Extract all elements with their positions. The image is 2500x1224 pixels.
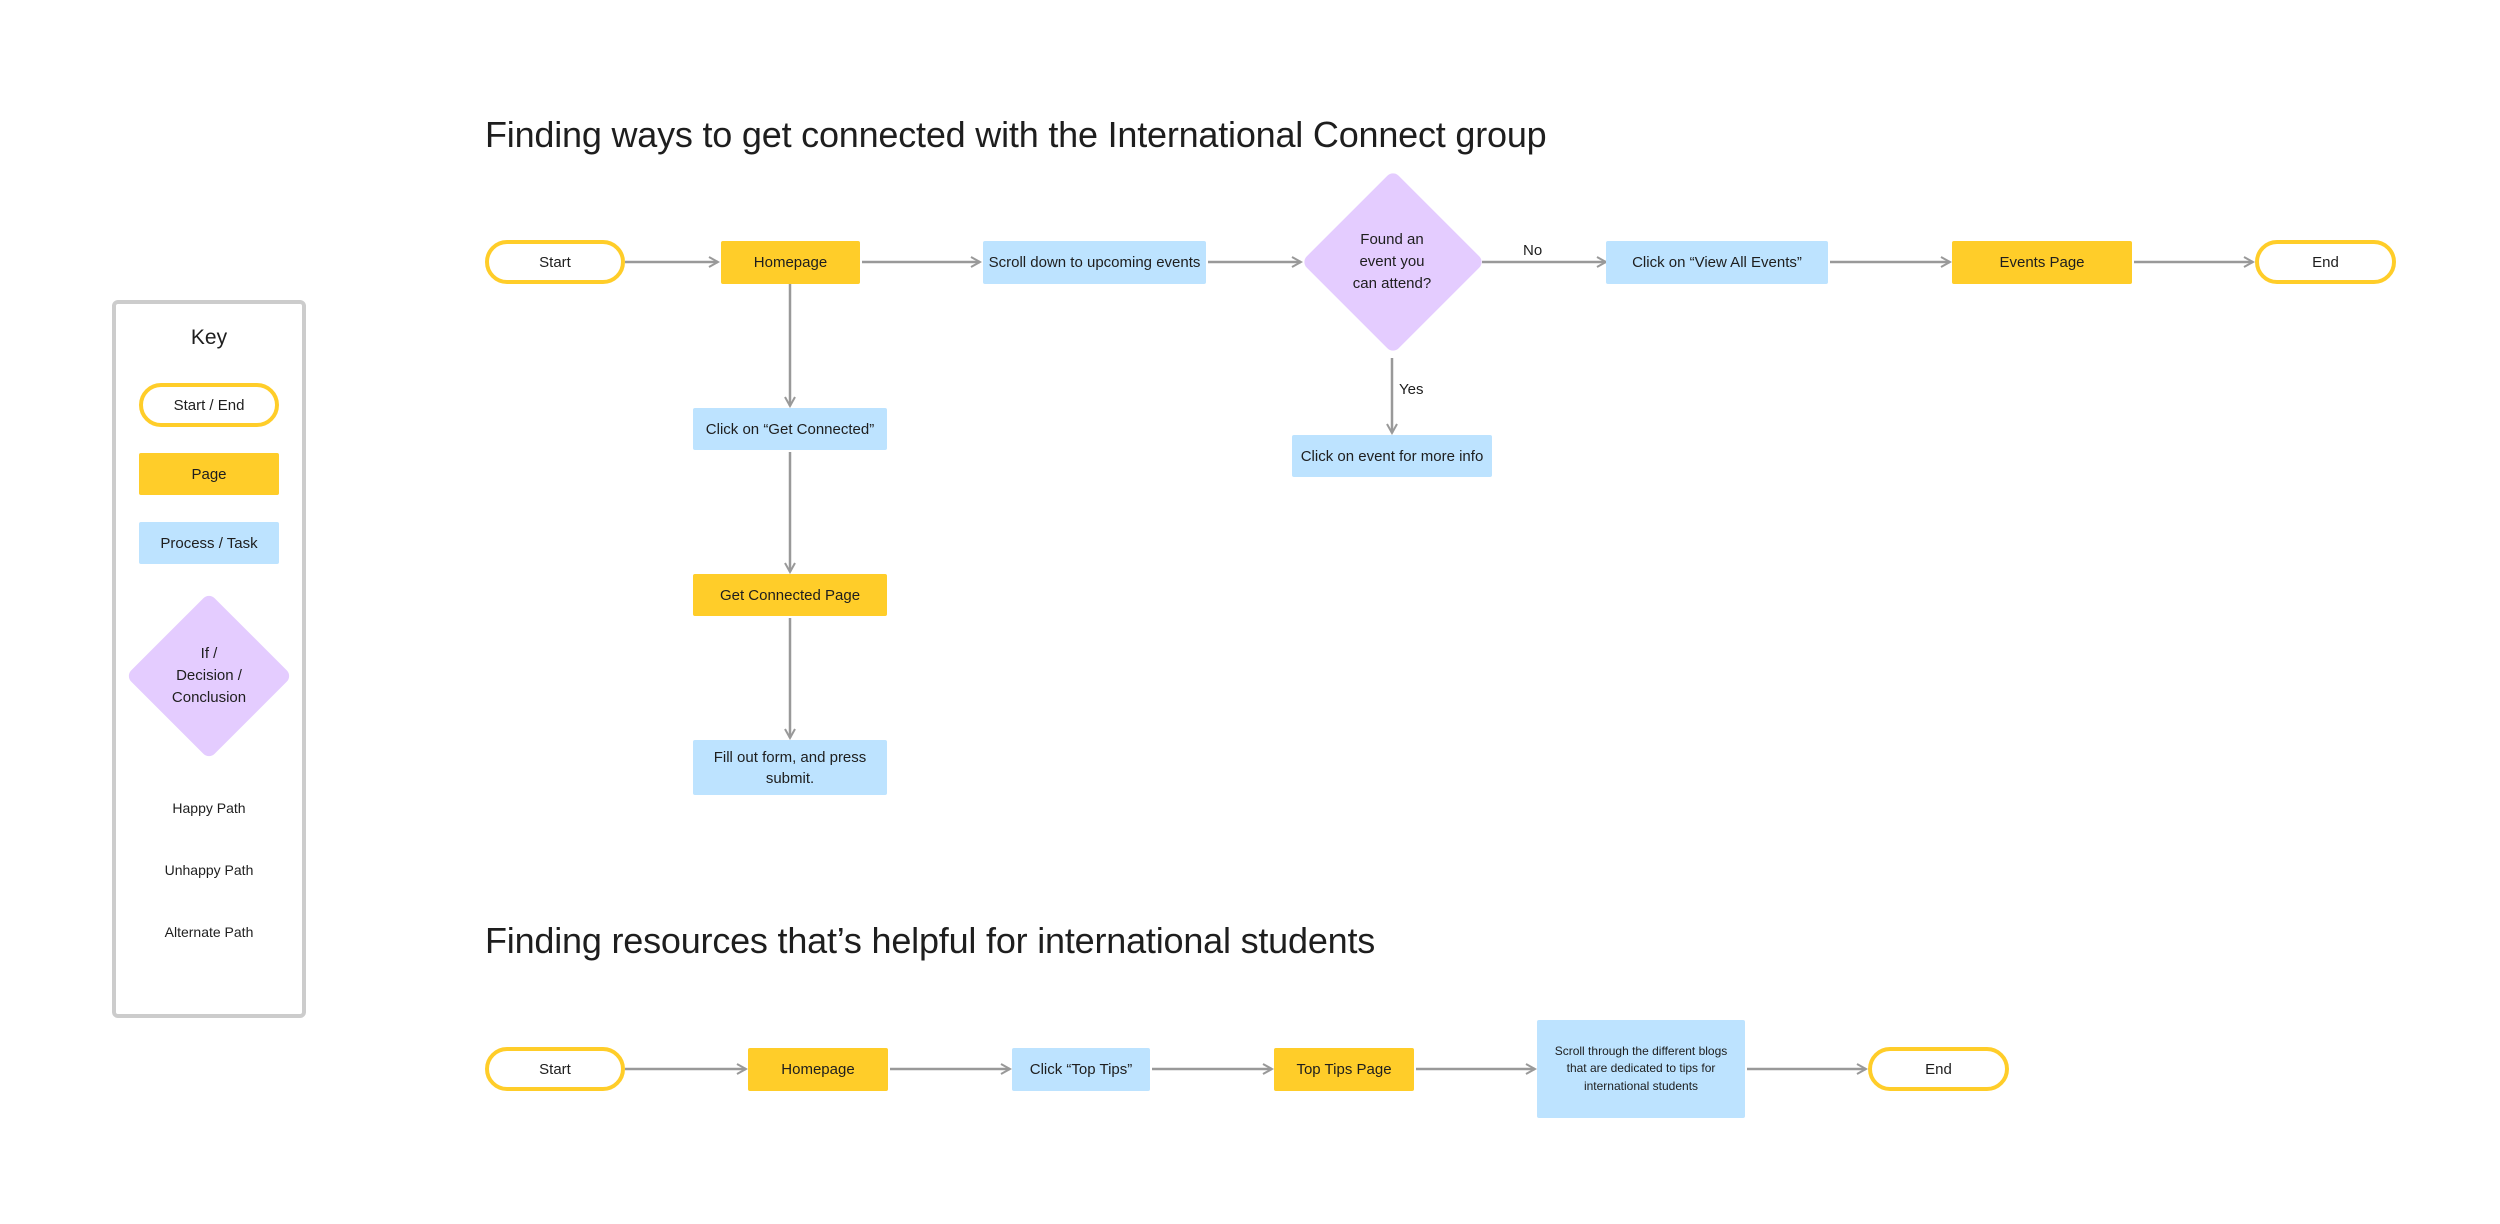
flow1-end-label: End: [2312, 253, 2339, 271]
flow2-start-label: Start: [539, 1060, 571, 1078]
key-unhappy-path-label: Unhappy Path: [164, 862, 254, 878]
key-decision-label-3: Conclusion: [171, 688, 247, 706]
flow1-start: Start: [485, 240, 625, 284]
flow1-get-connected-click-label: Click on “Get Connected”: [705, 420, 875, 438]
key-decision-label-1: If /: [200, 645, 218, 663]
flow2-end-label: End: [1925, 1060, 1952, 1078]
flow1-fill-form: Fill out form, and press submit.: [693, 740, 887, 795]
key-start-end-label: Start / End: [173, 396, 245, 414]
flow1-decision-label-1: Found an: [1360, 231, 1424, 249]
flow2-top-tips-page: Top Tips Page: [1274, 1048, 1414, 1091]
flow2-click-top-tips: Click “Top Tips”: [1012, 1048, 1150, 1091]
flow1-scroll-events: Scroll down to upcoming events: [983, 241, 1206, 284]
flow2-click-top-tips-label: Click “Top Tips”: [1029, 1061, 1133, 1078]
flow1-start-label: Start: [539, 253, 571, 271]
flow1-homepage-label: Homepage: [753, 254, 828, 271]
flow1-scroll-events-label: Scroll down to upcoming events: [988, 254, 1201, 271]
flow1-fill-form-label: Fill out form, and press submit.: [713, 748, 867, 787]
key-process-label: Process / Task: [160, 534, 258, 552]
flow1-get-connected-page: Get Connected Page: [693, 574, 887, 616]
flow2-top-tips-page-label: Top Tips Page: [1296, 1061, 1392, 1078]
flow1-decision: Found an event you can attend?: [1299, 166, 1485, 358]
flow1-event-more-info-label: Click on event for more info: [1300, 447, 1484, 465]
flow1-events-page: Events Page: [1952, 241, 2132, 284]
key-happy-path-label: Happy Path: [172, 800, 246, 816]
flow1-get-connected-click: Click on “Get Connected”: [693, 408, 887, 450]
flow1-decision-label-2: event you: [1359, 253, 1425, 271]
key-page-label: Page: [191, 465, 227, 483]
flow2-start: Start: [485, 1047, 625, 1091]
flow1-homepage: Homepage: [721, 241, 860, 284]
key-page: Page: [139, 453, 279, 495]
flow2-scroll-blogs-label: Scroll through the different blogs that …: [1554, 1043, 1728, 1093]
flow2-end: End: [1868, 1047, 2009, 1091]
flow1-get-connected-page-label: Get Connected Page: [719, 586, 861, 604]
flow1-event-more-info: Click on event for more info: [1292, 435, 1492, 477]
key-process: Process / Task: [139, 522, 279, 564]
flow1-decision-label-3: can attend?: [1352, 274, 1432, 292]
flow1-view-all-events: Click on “View All Events”: [1606, 241, 1828, 284]
flow1-yes-label: Yes: [1399, 381, 1424, 398]
flow2-homepage-label: Homepage: [781, 1061, 855, 1078]
key-alternate-path-label: Alternate Path: [164, 924, 254, 940]
flow2-scroll-blogs: Scroll through the different blogs that …: [1537, 1020, 1745, 1118]
key-decision-label-2: Decision /: [176, 667, 242, 685]
flow1-events-page-label: Events Page: [1999, 254, 2085, 271]
flow1-view-all-events-label: Click on “View All Events”: [1632, 254, 1802, 271]
flow2-homepage: Homepage: [748, 1048, 888, 1091]
flow1-title: Finding ways to get connected with the I…: [485, 114, 1547, 155]
flow1-end: End: [2255, 240, 2396, 284]
key-title: Key: [190, 326, 228, 349]
key-start-end: Start / End: [139, 383, 279, 427]
key-decision: If / Decision / Conclusion: [125, 592, 293, 760]
flow2-title: Finding resources that’s helpful for int…: [485, 920, 1376, 961]
flow1-no-label: No: [1523, 242, 1543, 259]
